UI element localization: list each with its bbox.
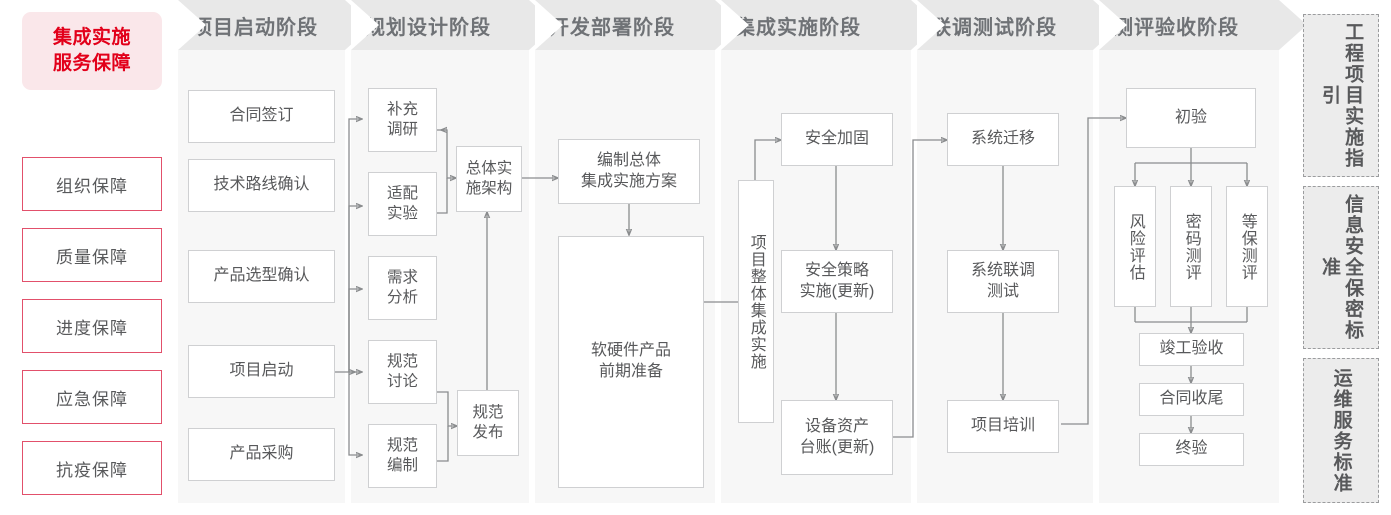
node-label: 风险评估 <box>1126 212 1144 281</box>
rail-item-label: 抗疫保障 <box>56 460 128 480</box>
rail-item-schedule[interactable]: 进度保障 <box>22 299 162 353</box>
node-label-line2: 实验 <box>386 205 418 222</box>
node-label-line1: 编制总体 <box>596 151 661 169</box>
phase-header-3: 开发部署阶段 <box>535 0 715 50</box>
left-rail-title-line2: 服务保障 <box>52 53 131 74</box>
node-spec-discussion[interactable]: 规范 讨论 <box>368 340 437 404</box>
node-product-procurement[interactable]: 产品采购 <box>188 428 335 481</box>
node-tech-route-confirm[interactable]: 技术路线确认 <box>188 159 335 212</box>
node-label: 竣工验收 <box>1159 340 1224 358</box>
left-rail-title-line1: 集成实施 <box>52 27 131 49</box>
node-label-line1: 安全策略 <box>804 261 869 279</box>
rail-item-label: 组织保障 <box>56 176 128 196</box>
node-label-line1: 补充 <box>386 100 418 118</box>
node-label: 安全加固 <box>804 130 869 148</box>
node-final-acceptance[interactable]: 终验 <box>1139 433 1244 466</box>
node-product-selection-confirm[interactable]: 产品选型确认 <box>188 250 335 303</box>
node-adaptation-experiment[interactable]: 适配 实验 <box>368 172 437 236</box>
node-requirement-analysis[interactable]: 需求 分析 <box>368 256 437 320</box>
node-supplementary-research[interactable]: 补充 调研 <box>368 88 437 152</box>
node-label-line1: 软硬件产品 <box>590 342 671 360</box>
node-label: 合同签订 <box>229 107 294 125</box>
standards-om-service[interactable]: 运维服务标准 <box>1303 358 1379 503</box>
node-label: 产品选型确认 <box>213 267 310 285</box>
node-label-line1: 规范 <box>472 403 504 421</box>
node-contract-signing[interactable]: 合同签订 <box>188 90 335 143</box>
node-label-line2: 测试 <box>986 282 1019 300</box>
standards-label: 工程项目实施指引 <box>1319 22 1364 169</box>
node-compile-overall-integration-plan[interactable]: 编制总体 集成实施方案 <box>558 139 700 204</box>
node-label-line2: 施架构 <box>465 180 513 197</box>
node-label: 等保测评 <box>1238 212 1256 281</box>
rail-item-organization[interactable]: 组织保障 <box>22 157 162 211</box>
phase-header-5: 联调测试阶段 <box>917 0 1093 50</box>
node-project-kickoff[interactable]: 项目启动 <box>188 345 335 398</box>
standards-label: 信息安全保密标准 <box>1319 194 1364 341</box>
node-label: 系统迁移 <box>970 130 1035 148</box>
phase-header-6: 测评验收阶段 <box>1099 0 1279 50</box>
node-mlps-evaluation[interactable]: 等保测评 <box>1226 186 1268 307</box>
node-label-line2: 编制 <box>386 457 418 474</box>
node-spec-drafting[interactable]: 规范 编制 <box>368 424 437 488</box>
node-label-line2: 讨论 <box>386 373 418 390</box>
node-preliminary-acceptance[interactable]: 初验 <box>1126 88 1256 148</box>
node-label-line2: 前期准备 <box>598 363 663 380</box>
node-label-line1: 规范 <box>386 352 418 370</box>
node-label-line1: 系统联调 <box>970 261 1035 279</box>
phase-title: 开发部署阶段 <box>549 16 675 39</box>
node-system-joint-debug-test[interactable]: 系统联调 测试 <box>947 250 1059 313</box>
node-label-line2: 调研 <box>386 121 418 138</box>
node-label-line2: 发布 <box>472 424 504 441</box>
node-cryptography-evaluation[interactable]: 密码测评 <box>1170 186 1212 307</box>
node-label: 技术路线确认 <box>213 176 310 194</box>
phase-header-4: 集成实施阶段 <box>721 0 911 50</box>
node-system-migration[interactable]: 系统迁移 <box>947 113 1059 166</box>
standards-infosec-confidentiality[interactable]: 信息安全保密标准 <box>1303 186 1379 349</box>
standards-label: 运维服务标准 <box>1330 367 1352 494</box>
node-label-line2: 集成实施方案 <box>580 172 677 190</box>
rail-item-quality[interactable]: 质量保障 <box>22 228 162 282</box>
node-hw-sw-product-preparation[interactable]: 软硬件产品 前期准备 <box>558 236 704 488</box>
node-label-line2: 台账(更新) <box>799 438 875 456</box>
node-equipment-asset-ledger[interactable]: 设备资产 台账(更新) <box>781 400 893 475</box>
phase-title: 测评验收阶段 <box>1113 16 1239 39</box>
node-security-policy-implementation[interactable]: 安全策略 实施(更新) <box>781 250 893 313</box>
node-label-line1: 适配 <box>386 184 418 202</box>
node-label-line1: 规范 <box>386 436 418 454</box>
node-label: 初验 <box>1174 108 1207 126</box>
node-contract-closeout[interactable]: 合同收尾 <box>1139 383 1244 416</box>
standards-engineering-guideline[interactable]: 工程项目实施指引 <box>1303 14 1379 177</box>
phase-header-2: 规划设计阶段 <box>351 0 529 50</box>
node-label: 终验 <box>1175 440 1208 458</box>
node-label-line2: 分析 <box>386 289 418 306</box>
rail-item-epidemic[interactable]: 抗疫保障 <box>22 441 162 495</box>
node-spec-release[interactable]: 规范 发布 <box>457 390 519 456</box>
node-risk-assessment[interactable]: 风险评估 <box>1114 186 1156 307</box>
node-label: 项目培训 <box>970 417 1035 435</box>
node-label-line2: 实施(更新) <box>799 282 875 300</box>
phase-title: 规划设计阶段 <box>365 16 491 39</box>
node-security-hardening[interactable]: 安全加固 <box>781 113 893 166</box>
node-overall-implementation-architecture[interactable]: 总体实 施架构 <box>456 146 522 212</box>
phase-header-1: 项目启动阶段 <box>178 0 345 50</box>
phase-title: 项目启动阶段 <box>192 16 318 39</box>
node-label: 产品采购 <box>229 445 294 463</box>
node-project-training[interactable]: 项目培训 <box>947 400 1059 453</box>
rail-item-label: 应急保障 <box>56 389 128 409</box>
node-label: 合同收尾 <box>1159 390 1224 408</box>
node-overall-project-integration[interactable]: 项目整体集成实施 <box>738 180 774 423</box>
node-label: 密码测评 <box>1182 212 1200 281</box>
rail-item-label: 质量保障 <box>56 247 128 267</box>
node-label: 项目整体集成实施 <box>747 233 765 370</box>
rail-item-label: 进度保障 <box>56 318 128 338</box>
node-label: 项目启动 <box>229 362 294 380</box>
node-label-line1: 设备资产 <box>804 417 869 435</box>
node-label-line1: 需求 <box>386 268 418 286</box>
node-label-line1: 总体实 <box>465 159 513 177</box>
rail-item-emergency[interactable]: 应急保障 <box>22 370 162 424</box>
left-rail-title-card: 集成实施 服务保障 <box>22 12 162 90</box>
phase-title: 联调测试阶段 <box>931 16 1057 39</box>
phase-title: 集成实施阶段 <box>735 16 861 39</box>
node-completion-acceptance[interactable]: 竣工验收 <box>1139 333 1244 366</box>
